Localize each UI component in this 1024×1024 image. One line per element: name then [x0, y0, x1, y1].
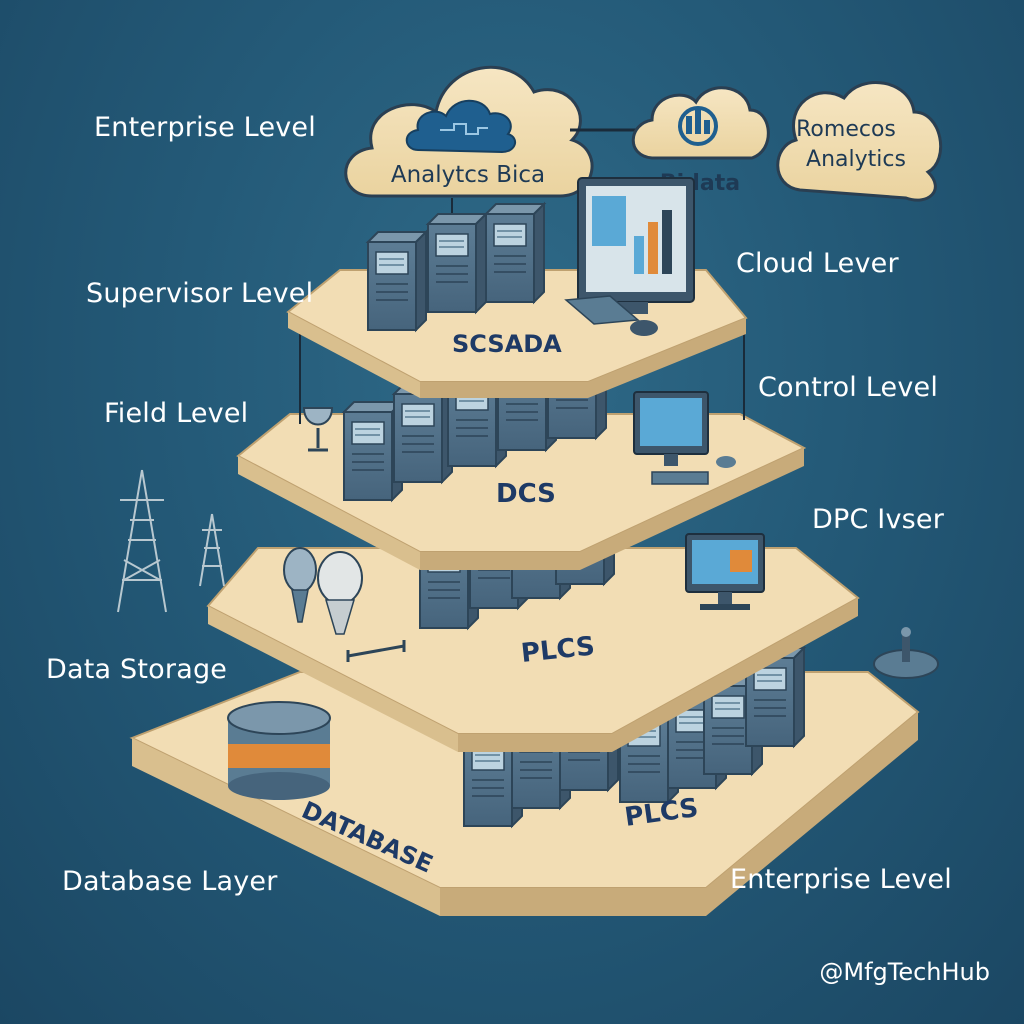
label-data-storage: Data Storage — [46, 654, 228, 685]
analytics-cloud-icon — [405, 99, 517, 154]
spotlight-icons — [283, 547, 363, 635]
scada-monitor — [564, 177, 695, 336]
bar-chart-icon — [678, 106, 718, 146]
romecos-line1: Romecos — [796, 117, 896, 142]
dcs-monitor — [633, 391, 736, 485]
dcs-label: DCS — [496, 479, 556, 509]
sensor-icon — [873, 627, 939, 679]
label-cloud-level: Cloud Lever — [736, 248, 899, 279]
database-icon — [227, 701, 331, 800]
plcs-platform — [206, 547, 860, 752]
analytics-bica-cloud: Analytcs Bica — [344, 65, 594, 198]
romecos-line2: Analytics — [806, 147, 906, 172]
goblet-icon — [302, 407, 334, 452]
romecos-analytics-cloud: Romecos Analytics — [776, 81, 943, 202]
analytics-bica-label: Analytcs Bica — [391, 162, 545, 188]
label-supervisor-level: Supervisor Level — [86, 278, 314, 309]
label-enterprise-bottom: Enterprise Level — [730, 864, 952, 895]
plcs-monitor — [685, 533, 765, 610]
label-enterprise-top: Enterprise Level — [94, 112, 316, 143]
label-control-level: Control Level — [758, 372, 939, 403]
label-field-level: Field Level — [104, 398, 249, 429]
bidata-cloud: Bidata — [631, 86, 770, 196]
label-database-layer: Database Layer — [62, 866, 278, 897]
power-tower-icon — [117, 469, 225, 613]
label-dpc-level: DPC Ivser — [812, 504, 945, 535]
cable-icon — [346, 640, 406, 662]
scada-label: SCSADA — [452, 330, 562, 358]
credit-handle: @MfgTechHub — [819, 958, 990, 986]
